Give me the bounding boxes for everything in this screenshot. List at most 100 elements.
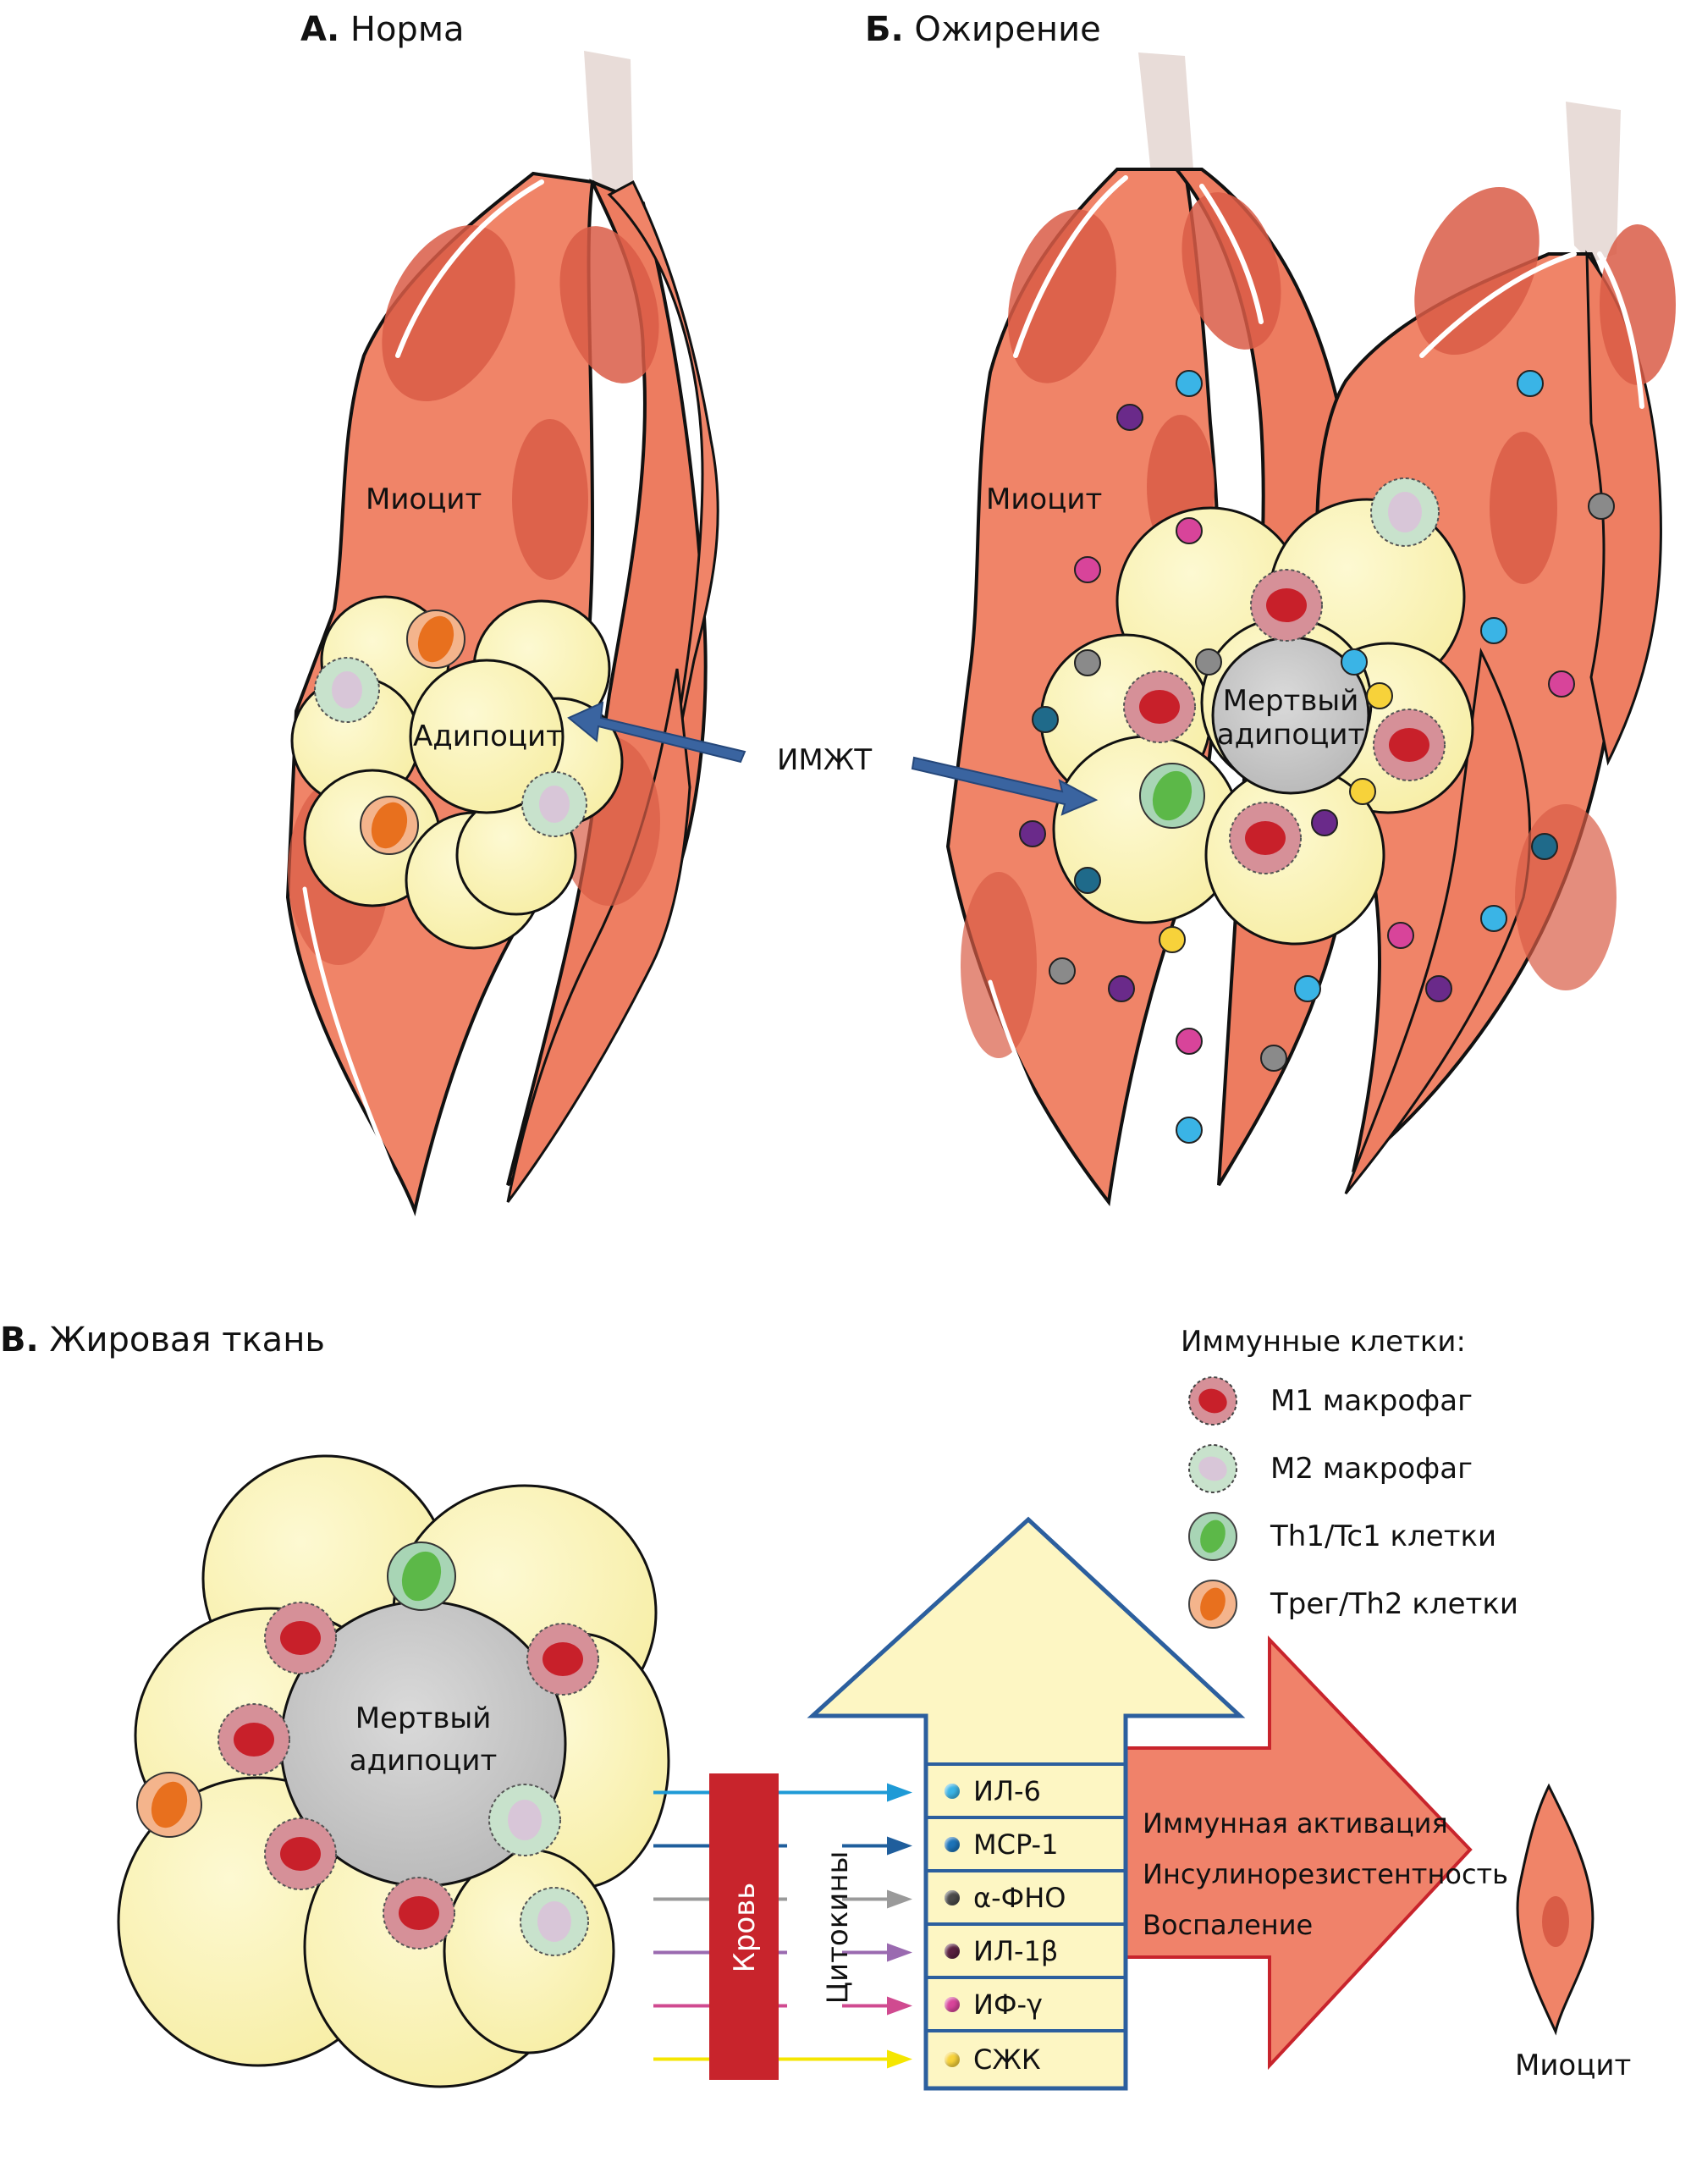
m1-macrophage-icon <box>1181 1373 1245 1429</box>
arrowhead-icon <box>887 1943 912 1962</box>
legend-item-label: Th1/Tc1 клетки <box>1270 1519 1497 1553</box>
legend-title: Иммунные клетки: <box>1181 1325 1466 1359</box>
cytokine-dot-icon <box>945 1836 960 1852</box>
cytokine-dot-icon <box>945 1943 960 1959</box>
m1-macrophage <box>1250 569 1323 642</box>
cytokine-row: ИФ-γ <box>926 1979 1124 2032</box>
cytokine-row: СЖК <box>926 2032 1124 2086</box>
m1-macrophage <box>1373 709 1446 781</box>
cytokine-flow-arrow <box>653 1889 912 1909</box>
m1-macrophage <box>218 1703 290 1776</box>
small-myocyte-illustration <box>1516 1783 1595 2036</box>
arrowhead-icon <box>887 1836 912 1856</box>
cytokine-flow-arrow <box>653 1836 912 1856</box>
panel-a-title: А. Норма <box>300 10 465 49</box>
dead-adipocyte-line1: Мертвый <box>355 1701 492 1735</box>
th1-cell <box>1139 763 1205 829</box>
m2-macrophage <box>488 1784 561 1856</box>
imat-arrows <box>567 701 1099 816</box>
panel-b-letter: Б. <box>865 10 904 49</box>
m1-macrophage <box>1123 670 1196 743</box>
panel-b-title-text: Ожирение <box>914 10 1101 49</box>
legend-item-label: М2 макрофаг <box>1270 1452 1473 1486</box>
cytokine-dot-icon <box>945 1996 960 2012</box>
m2-macrophage <box>520 1887 589 1956</box>
panel-c-dead-adipocyte-label: Мертвый адипоцит <box>339 1697 508 1782</box>
cytokine-name: ИЛ-6 <box>973 1774 1041 1807</box>
arrowhead-icon <box>887 1889 912 1909</box>
m1-macrophage <box>264 1817 337 1890</box>
legend-item: М2 макрофаг <box>1181 1439 1473 1498</box>
cytokine-dot-icon <box>945 1783 960 1799</box>
m2-macrophage <box>1370 477 1440 547</box>
cytokine-row: ИЛ-6 <box>926 1766 1124 1819</box>
th1-tc1-cell-icon <box>1181 1508 1245 1564</box>
m2-macrophage-icon <box>1181 1441 1245 1497</box>
panel-c-letter: В. <box>0 1321 39 1359</box>
cytokine-name: α-ФНО <box>973 1881 1066 1914</box>
arrowhead-icon <box>887 1783 912 1802</box>
blood-bar <box>709 1773 779 2080</box>
panel-c-title-text: Жировая ткань <box>49 1321 325 1359</box>
panel-b-title: Б. Ожирение <box>865 10 1101 49</box>
treg-th2-cell-icon <box>1181 1576 1245 1632</box>
panel-c-immune-cells <box>136 1541 599 1956</box>
panel-b-myocyte-label: Миоцит <box>986 483 1103 516</box>
panel-a-immune-cells <box>314 609 587 855</box>
effect-inflammation: Воспаление <box>1143 1909 1314 1941</box>
cytokine-row: α-ФНО <box>926 1872 1124 1926</box>
m1-macrophage <box>264 1602 337 1674</box>
cytokine-name: СЖК <box>973 2043 1041 2076</box>
cytokine-flow-arrow <box>653 1996 912 2016</box>
arrowhead-icon <box>887 1996 912 2016</box>
dead-adipocyte-line1: Мертвый <box>1222 684 1359 718</box>
panel-c-title: В. Жировая ткань <box>0 1321 325 1359</box>
m2-macrophage <box>521 771 587 837</box>
imat-label: ИМЖТ <box>777 743 873 777</box>
cytokine-dot-icon <box>945 2051 960 2067</box>
cytokine-name: ИФ-γ <box>973 1988 1043 2021</box>
cytokine-row: ИЛ-1β <box>926 1926 1124 1979</box>
panel-a-letter: А. <box>300 10 340 49</box>
effect-insulin-resistance: Инсулинорезистентность <box>1143 1858 1509 1890</box>
dead-adipocyte-line2: адипоцит <box>349 1744 498 1778</box>
cytokines-label: Цитокины <box>821 1850 855 2005</box>
panel-a-myocyte-label: Миоцит <box>366 483 482 516</box>
effect-immune-activation: Иммунная активация <box>1143 1807 1448 1839</box>
cytokine-flow-arrow <box>653 1943 912 1962</box>
m1-macrophage <box>1229 802 1302 874</box>
cytokine-row: MCP-1 <box>926 1819 1124 1872</box>
treg-cell <box>136 1772 202 1838</box>
cytokine-flow-arrow <box>653 2049 912 2069</box>
m1-macrophage <box>383 1877 455 1950</box>
cytokine-dot-icon <box>945 1889 960 1905</box>
legend-item: М1 макрофаг <box>1181 1371 1473 1431</box>
treg-cell <box>406 609 465 669</box>
panel-b-immune-cells <box>1123 477 1446 874</box>
treg-cell <box>360 796 419 855</box>
panel-a-adipocyte-label: Адипоцит <box>413 720 563 753</box>
blood-label: Кровь <box>728 1882 762 1973</box>
cytokine-flow-arrow <box>653 1783 912 1802</box>
legend-item: Трег/Th2 клетки <box>1181 1575 1518 1634</box>
m2-macrophage <box>314 657 380 723</box>
panel-b-cytokine-particles <box>1019 370 1615 1144</box>
panel-c-myocyte-label: Миоцит <box>1515 2049 1632 2082</box>
panel-a-title-text: Норма <box>350 10 465 49</box>
dead-adipocyte-line2: адипоцит <box>1216 718 1365 752</box>
cytokine-flow-lines <box>653 1783 912 2069</box>
m1-macrophage <box>526 1623 599 1696</box>
legend-item: Th1/Tc1 клетки <box>1181 1507 1496 1566</box>
arrowhead-icon <box>887 2049 912 2069</box>
legend-item-label: М1 макрофаг <box>1270 1384 1473 1418</box>
imat-arrow-right <box>911 756 1099 816</box>
th1-cell <box>387 1541 456 1611</box>
effects-arrow <box>1124 1635 1473 2071</box>
cytokine-name: ИЛ-1β <box>973 1934 1059 1967</box>
legend-item-label: Трег/Th2 клетки <box>1270 1587 1518 1621</box>
imat-arrow-left <box>567 701 746 764</box>
panel-b-dead-adipocyte-label: Мертвый адипоцит <box>1215 684 1367 752</box>
cytokine-up-arrow <box>807 1516 1246 2091</box>
cytokine-name: MCP-1 <box>973 1828 1059 1861</box>
